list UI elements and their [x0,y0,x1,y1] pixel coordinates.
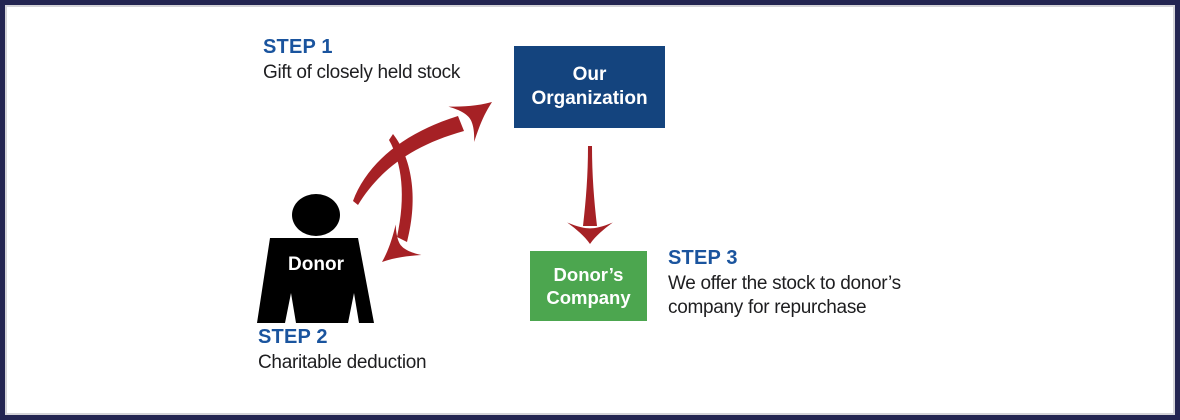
our-organization-label-line2: Organization [531,88,648,109]
gift-arrow-icon [353,102,492,205]
gift-arrow-head [448,102,492,142]
step-3-block: STEP 3 We offer the stock to donor’s com… [668,247,958,320]
step-1-block: STEP 1 Gift of closely held stock [263,36,460,85]
our-organization-label-line1: Our [572,64,607,85]
donors-company-node: Donor’s Company [530,251,647,321]
step-3-description: We offer the stock to donor’s company fo… [668,272,958,320]
donor-person-icon [257,194,374,323]
step-2-block: STEP 2 Charitable deduction [258,326,427,375]
gift-arrow-shaft [353,116,464,205]
deduction-arrow-icon [382,134,422,262]
step-3-description-line1: We offer the stock to donor’s [668,273,901,294]
deduction-arrow-shaft [389,134,413,242]
step-2-label: STEP 2 [258,326,328,348]
step-1-description: Gift of closely held stock [263,62,461,83]
donors-company-label-line2: Company [546,287,631,308]
step-3-description-line2: company for repurchase [668,297,867,318]
our-organization-node: Our Organization [514,46,665,128]
donors-company-label-line1: Donor’s [553,264,624,285]
donor-body [257,238,374,323]
step-2-description: Charitable deduction [258,352,427,373]
deduction-arrow-head [382,224,422,262]
donor-label: Donor [288,254,344,275]
repurchase-arrow-icon [567,146,613,244]
step-1-label: STEP 1 [263,36,333,58]
step-3-label: STEP 3 [668,247,738,269]
repurchase-arrow-shaft [583,146,597,226]
donor-head [292,194,340,236]
repurchase-arrow-head [567,222,613,244]
